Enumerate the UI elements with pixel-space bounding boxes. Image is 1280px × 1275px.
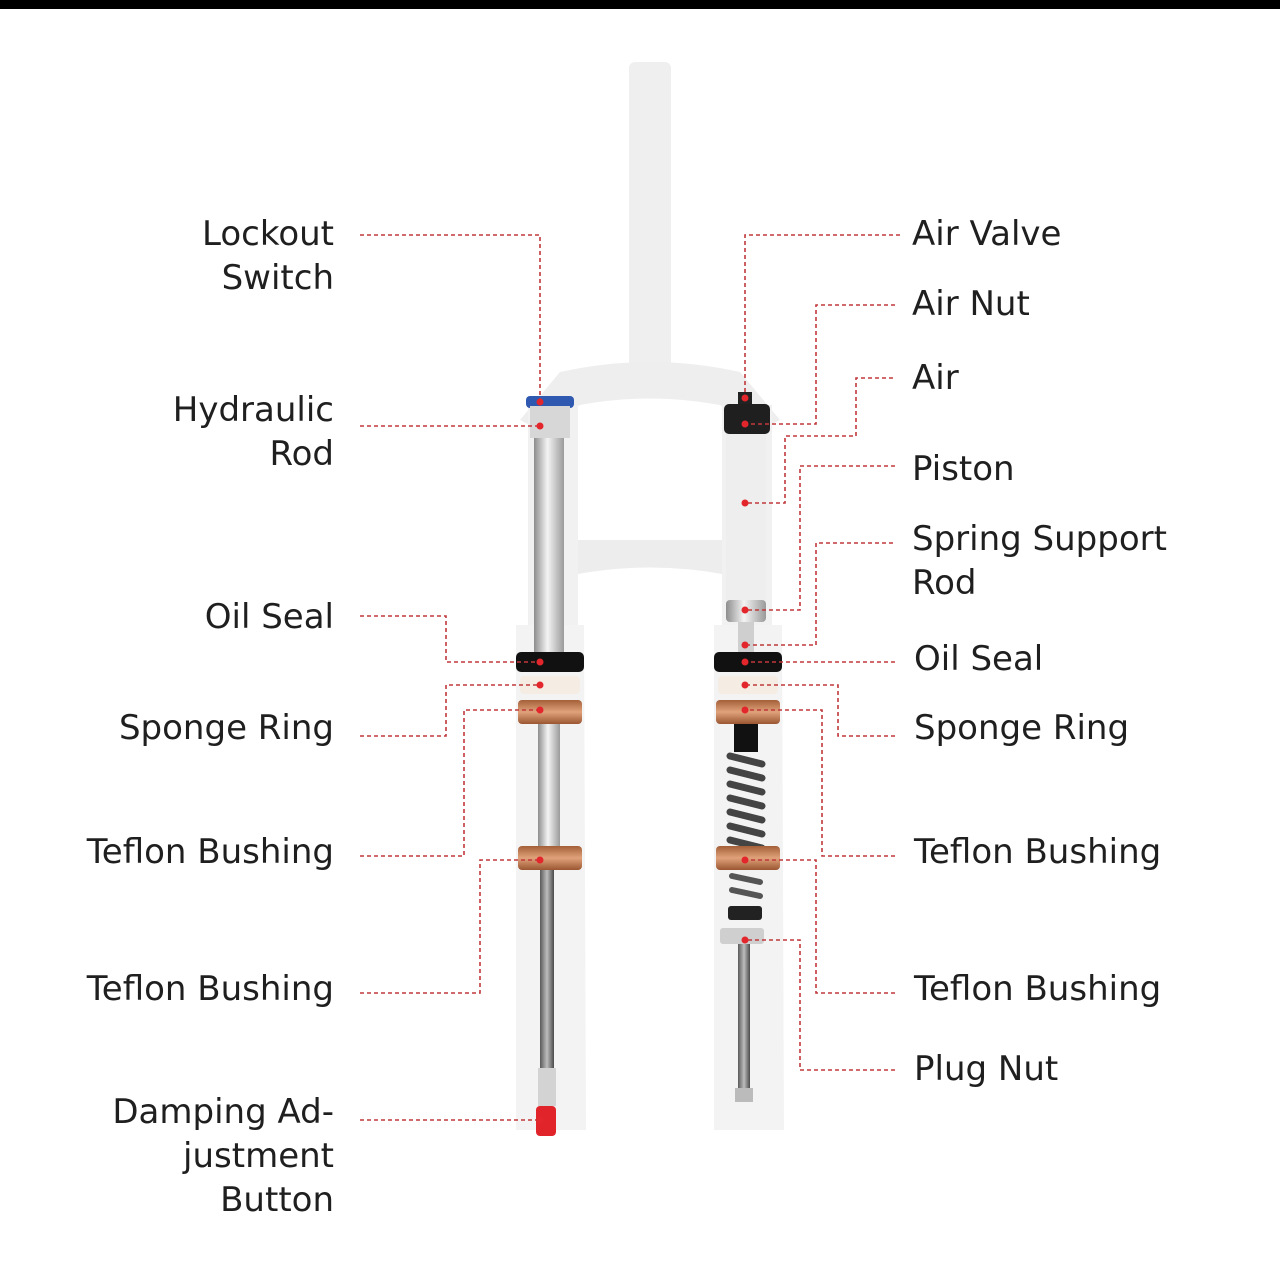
leader-bushing-right-upper — [745, 709, 895, 857]
dot-bushing-left-upper — [536, 706, 544, 714]
lower-seal — [728, 906, 762, 920]
left-cap-body — [530, 406, 570, 438]
leader-lockout — [360, 234, 541, 400]
dot-sponge-ring-left — [536, 681, 544, 689]
label-hydraulic-rod: Hydraulic Rod — [172, 390, 334, 474]
label-piston: Piston — [912, 449, 1015, 489]
lower-spring — [729, 873, 763, 899]
dot-air — [741, 499, 749, 507]
fork-crown — [520, 362, 780, 430]
dot-spring-support-rod — [741, 641, 749, 649]
leader-bushing-left-upper — [360, 709, 540, 857]
dot-lockout — [536, 398, 544, 406]
label-teflon-bushing-left-lower: Teflon Bushing — [86, 969, 334, 1009]
leader-bushing-left-lower — [360, 859, 540, 994]
label-air-valve: Air Valve — [912, 214, 1062, 254]
left-bushing-upper — [518, 700, 582, 724]
label-plug-nut: Plug Nut — [914, 1049, 1059, 1089]
label-teflon-bushing-right-lower: Teflon Bushing — [914, 969, 1162, 1009]
top-border — [0, 0, 1280, 9]
left-damper-rod — [540, 870, 554, 1068]
left-damper-foot — [538, 1068, 556, 1106]
right-bushing-lower — [716, 846, 780, 870]
leader-air — [745, 377, 893, 504]
dot-oil-seal-right — [741, 658, 749, 666]
air-nut-body — [724, 404, 770, 434]
leader-lines — [360, 234, 900, 1121]
label-spring-support-rod: Spring Support Rod — [912, 519, 1167, 603]
right-damper-rod — [738, 944, 750, 1092]
leader-bushing-right-lower — [745, 859, 895, 994]
leader-plug-nut — [745, 939, 895, 1071]
leader-air-valve — [744, 234, 900, 398]
leader-spring-support-rod — [745, 542, 893, 646]
label-teflon-bushing-left-upper: Teflon Bushing — [86, 832, 334, 872]
right-rod-foot — [735, 1088, 753, 1102]
leader-oil-seal-left — [360, 615, 540, 663]
dot-piston — [741, 606, 749, 614]
dot-air-nut — [741, 420, 749, 428]
leader-sponge-ring-right — [745, 684, 895, 737]
leader-piston — [745, 465, 895, 611]
left-oil-seal — [516, 652, 584, 672]
coil-spring — [726, 724, 766, 852]
label-sponge-ring-right: Sponge Ring — [914, 708, 1130, 748]
fork-arch — [572, 540, 728, 575]
dot-oil-seal-left — [536, 658, 544, 666]
label-oil-seal-right: Oil Seal — [914, 639, 1044, 679]
left-bushing-lower — [518, 846, 582, 870]
label-air-nut: Air Nut — [912, 284, 1030, 324]
label-damping-adjustment-button: Damping Ad- justment Button — [112, 1092, 334, 1220]
steerer-tube — [629, 62, 671, 382]
label-oil-seal-left: Oil Seal — [204, 597, 334, 637]
left-top-cap — [526, 396, 574, 408]
dot-air-valve — [741, 394, 749, 402]
dot-bushing-left-lower — [536, 856, 544, 864]
plug-nut — [720, 928, 764, 944]
label-teflon-bushing-right-upper: Teflon Bushing — [914, 832, 1162, 872]
dot-bushing-right-upper — [741, 706, 749, 714]
label-lockout-switch: Lockout Switch — [202, 214, 334, 298]
left-stanchion — [534, 438, 564, 660]
left-sponge-ring — [520, 676, 580, 694]
label-sponge-ring-left: Sponge Ring — [118, 708, 334, 748]
marker-dots — [536, 394, 749, 1124]
label-air: Air — [912, 358, 959, 398]
leader-sponge-ring-left — [360, 684, 540, 737]
air-chamber — [726, 434, 766, 604]
dot-damping-button — [536, 1116, 544, 1124]
damping-button — [536, 1106, 556, 1136]
dot-bushing-right-lower — [741, 856, 749, 864]
left-inner-rod — [538, 724, 560, 846]
right-bushing-upper — [716, 700, 780, 724]
dot-plug-nut — [741, 936, 749, 944]
dot-sponge-ring-right — [741, 681, 749, 689]
dot-hydraulic-rod — [536, 422, 544, 430]
leader-air-nut — [745, 304, 895, 425]
